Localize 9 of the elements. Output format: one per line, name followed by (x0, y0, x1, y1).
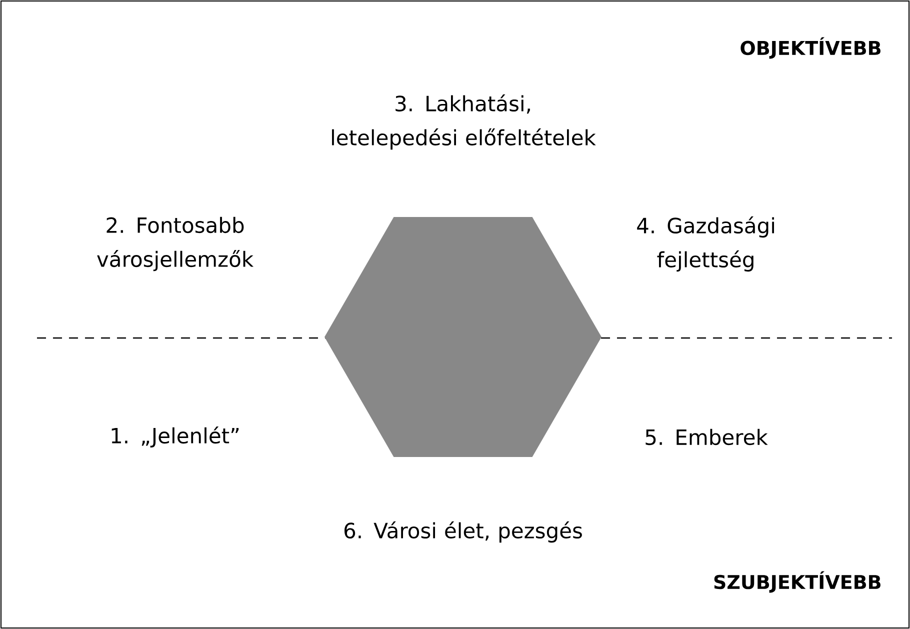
axis-label: OBJEKTÍVEBB (740, 37, 880, 59)
category-label: 2. Fontosabb városjellemzők (97, 216, 254, 272)
hexagon-shape (324, 217, 602, 457)
category-label: 5. Emberek (646, 428, 768, 446)
axis-label: SZUBJEKTÍVEBB (714, 571, 880, 593)
category-label: 4. Gazdasági fejlettség (637, 216, 774, 272)
category-label: 6. Városi élet, pezsgés (344, 521, 582, 543)
category-label: 3. Lakhatási, letelepedési előfeltételek (332, 94, 596, 150)
category-label: 1. „Jelenlét” (112, 426, 239, 448)
